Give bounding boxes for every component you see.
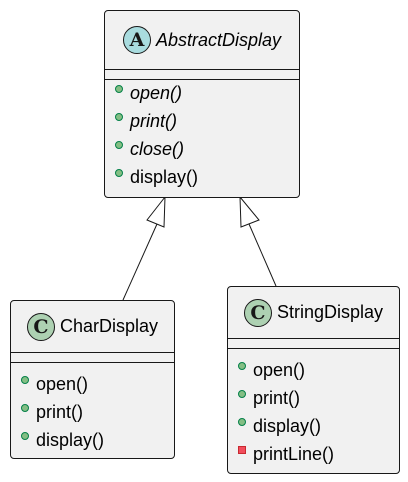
edge-chardisplay-to-abstractdisplay [122,223,158,301]
class-abstractdisplay[interactable]: A AbstractDisplay open() print() close()… [104,10,300,198]
method-name: open() [130,82,183,103]
public-visibility-icon [21,404,29,412]
public-visibility-icon [238,390,246,398]
method-name: printLine() [253,443,335,464]
method-name: open() [36,373,89,394]
public-visibility-icon [21,432,29,440]
class-name: AbstractDisplay [155,29,282,50]
class-icon: C [243,298,272,327]
method-item: print() [115,107,177,135]
method-name: display() [130,166,199,187]
class-icon: C [26,312,55,341]
method-item: display() [21,426,104,454]
public-visibility-icon [21,376,29,384]
public-visibility-icon [115,141,123,149]
public-visibility-icon [238,362,246,370]
attributes-divider [228,338,399,339]
private-visibility-icon [238,446,246,454]
methods-divider [228,348,399,349]
method-item: display() [115,163,198,191]
attributes-divider [105,69,299,70]
class-header: C CharDisplay [11,301,174,352]
public-visibility-icon [115,85,123,93]
methods-divider [11,362,174,363]
method-item: printLine() [238,440,334,468]
method-name: close() [130,138,185,159]
method-item: print() [238,384,300,412]
public-visibility-icon [115,169,123,177]
method-item: open() [115,79,182,107]
method-name: print() [253,387,301,408]
method-name: display() [253,415,322,436]
methods-divider [105,79,299,80]
public-visibility-icon [115,113,123,121]
abstract-class-icon: A [122,26,151,54]
class-header: A AbstractDisplay [105,11,299,69]
method-name: print() [36,401,84,422]
method-name: display() [36,429,105,450]
class-chardisplay[interactable]: C CharDisplay open() print() display() [10,300,175,459]
inheritance-arrowhead-chardisplay [146,195,166,228]
method-item: open() [21,370,88,398]
public-visibility-icon [238,418,246,426]
inheritance-arrowhead-stringdisplay [239,195,260,228]
method-name: open() [253,359,306,380]
attributes-divider [11,352,174,353]
method-item: open() [238,356,305,384]
class-header: C StringDisplay [228,287,399,338]
method-name: print() [130,110,178,131]
class-name: CharDisplay [59,316,159,336]
class-stringdisplay[interactable]: C StringDisplay open() print() display()… [227,286,400,474]
method-item: display() [238,412,321,440]
class-name: StringDisplay [276,302,384,322]
edge-stringdisplay-to-abstractdisplay [248,223,277,287]
method-item: close() [115,135,184,163]
method-item: print() [21,398,83,426]
